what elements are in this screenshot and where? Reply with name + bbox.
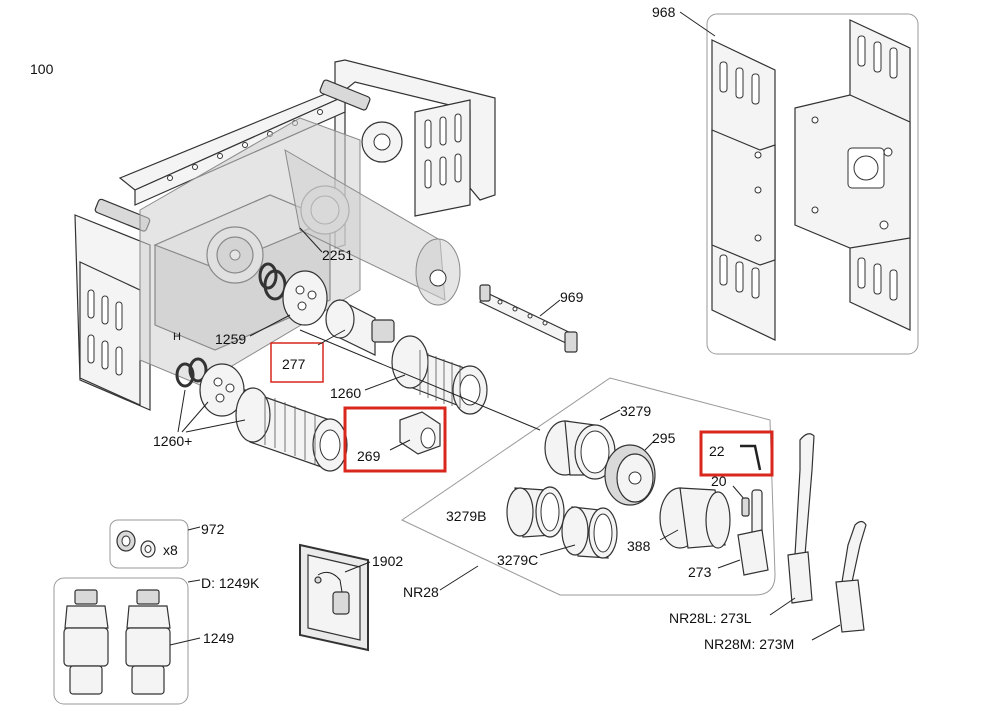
label-1260plus: 1260+ — [153, 433, 192, 449]
label-2251: 2251 — [322, 247, 353, 263]
highlight-box-269 — [343, 406, 447, 473]
ring-3279 — [544, 420, 616, 480]
label-3279: 3279 — [620, 403, 651, 419]
lever-273M — [835, 520, 867, 633]
label-1249k: D: 1249K — [201, 575, 260, 591]
ring-3279B — [506, 486, 565, 538]
mounting-bracket-968 — [679, 11, 919, 355]
label-1259: 1259 — [215, 331, 246, 347]
highlight-box-22 — [699, 430, 774, 477]
handle-273 — [737, 489, 769, 576]
hex-adapter-269 — [399, 411, 441, 455]
label-968: 968 — [652, 4, 676, 20]
highlight-box-277 — [270, 342, 324, 383]
label-nr28m: NR28M: 273M — [704, 636, 794, 652]
label-3279B: 3279B — [446, 508, 486, 524]
label-h: H — [173, 331, 181, 343]
cartridge-277 — [325, 299, 395, 356]
lever-273L — [787, 433, 815, 604]
label-273: 273 — [688, 564, 712, 580]
label-nr28l: NR28L: 273L — [669, 610, 752, 626]
label-972: 972 — [201, 521, 225, 537]
label-x8: x8 — [163, 542, 178, 558]
label-277: 277 — [282, 356, 306, 372]
label-100: 100 — [30, 61, 54, 77]
label-20: 20 — [711, 473, 727, 489]
hex-key-22 — [740, 444, 762, 471]
set-frame-nr28 — [400, 377, 776, 596]
disk-1259 — [258, 262, 328, 326]
label-nr28: NR28 — [403, 584, 439, 600]
label-22: 22 — [709, 443, 725, 459]
gear-ring-295 — [604, 444, 656, 506]
label-969: 969 — [560, 289, 584, 305]
label-3279C: 3279C — [497, 552, 538, 568]
label-1902: 1902 — [372, 553, 403, 569]
cap-388 — [659, 487, 731, 549]
label-388: 388 — [627, 538, 651, 554]
nut-washer-set-972 — [109, 519, 189, 569]
ring-3279C — [561, 506, 618, 559]
label-1249: 1249 — [203, 630, 234, 646]
fitting-set-1249 — [53, 577, 189, 705]
instruction-card-1902 — [299, 543, 369, 652]
set-1260plus — [175, 357, 348, 472]
label-295: 295 — [652, 430, 676, 446]
spacer-bar-969 — [479, 284, 578, 353]
screw-20 — [741, 497, 750, 517]
label-1260: 1260 — [330, 385, 361, 401]
label-269: 269 — [357, 448, 381, 464]
